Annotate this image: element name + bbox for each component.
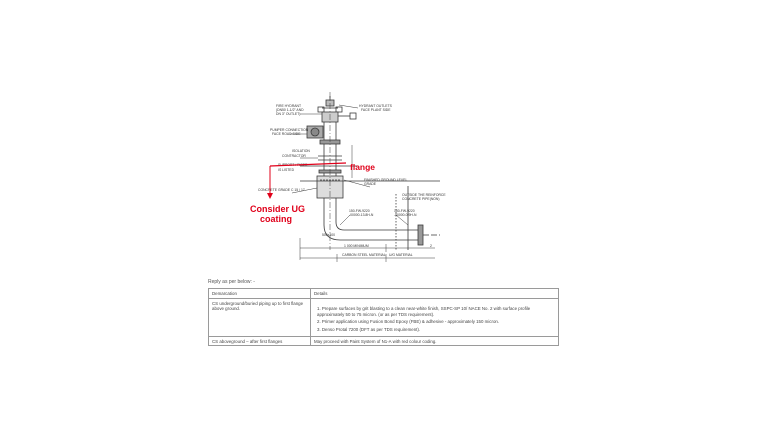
isolation-label-1: ISOLATION: [292, 149, 310, 153]
flange-label: flange: [350, 162, 375, 172]
header-details: Details: [310, 288, 559, 299]
step-1: 1. Prepare surfaces by grit blasting to …: [317, 305, 531, 317]
step-2: 2. Primer application using Fusion Bond …: [317, 319, 500, 324]
flange-marker-line: [269, 162, 347, 167]
underground-elbow: [323, 198, 440, 246]
table-row: CS aboveground – after first flanges May…: [208, 336, 559, 346]
red-annotations: flange Consider UG coating: [250, 162, 375, 224]
fire-hydrant-label-3: DN 3" OUTLET): [276, 112, 300, 116]
centre-line: [299, 92, 435, 262]
right-mark-label: 2: [430, 244, 432, 248]
outside-reinforce-label-2: CONCRETE PIPE(NON): [402, 197, 440, 201]
table-header-row: Demarcation Details: [208, 288, 559, 299]
carbon-steel-label: CARBON STEEL MATERIAL: [342, 253, 386, 257]
step-3: 3. Denso Protal 7200 (DFT as per TDS req…: [317, 326, 421, 332]
row-1-details: 1. Prepare surfaces by grit blasting to …: [310, 298, 559, 337]
hydrant-outlets-label-2: FACE PLANT SIDE: [361, 108, 391, 112]
coating-label: coating: [260, 214, 292, 224]
finished-ground-label-1: FINISHED GROUND LEVEL: [364, 178, 407, 182]
line-number-left-2: -00000-13.8H-N: [349, 213, 374, 217]
table-row: CS underground/buried piping up to first…: [208, 298, 559, 337]
finished-ground-label-2: GRADE: [364, 182, 377, 186]
fire-hydrant-label-1: FIRE HYDRANT: [276, 104, 301, 108]
ground-level-lines: [300, 165, 440, 250]
ug-material-label: U/G MATERIAL: [389, 253, 413, 257]
struck-note-label-2: IS LISTED: [278, 168, 295, 172]
line-number-right-1: 150-FW-9220: [394, 209, 415, 213]
dimension-label: 500x300: [322, 233, 335, 237]
leader-lines: [290, 104, 409, 226]
row-1-steps: 1. Prepare surfaces by grit blasting to …: [219, 306, 555, 333]
ug-arrow-head: [267, 193, 273, 199]
consider-ug-label: Consider UG: [250, 204, 305, 214]
pumper-connection-label-2: FACE ROAD SIDE: [272, 132, 301, 136]
pumper-connection: [306, 125, 324, 139]
line-number-left-1: 150-FW-9220: [349, 209, 370, 213]
coating-spec-table: Demarcation Details CS underground/burie…: [208, 288, 559, 346]
header-demarcation: Demarcation: [208, 288, 311, 299]
fire-hydrant-label-2: (DN50 1-1/2" AND: [276, 108, 304, 112]
outside-reinforce-label-1: OUTSIDE THE REINFORCE: [402, 193, 446, 197]
pumper-connection-label-1: PUMPER CONNECTION: [270, 128, 309, 132]
row-2-demarcation: CS aboveground – after first flanges: [208, 336, 311, 346]
hydrant-outlets-label-1: HYDRANT OUTLETS: [359, 104, 393, 108]
fire-hydrant-head: [317, 96, 357, 123]
line-number-right-2: -00000-0.9H-N: [394, 213, 417, 217]
concrete-grade-label: CONCRETE GRADE C 15 / 17: [258, 188, 305, 192]
reply-note: Reply as per below: -: [208, 279, 255, 285]
isolation-label-2: CONTRACTOR: [282, 154, 306, 158]
bottom-dimension-label: 1 000 MINIMUM: [344, 244, 369, 248]
row-2-details: May proceed with Paint System of N1-A wi…: [310, 336, 559, 346]
